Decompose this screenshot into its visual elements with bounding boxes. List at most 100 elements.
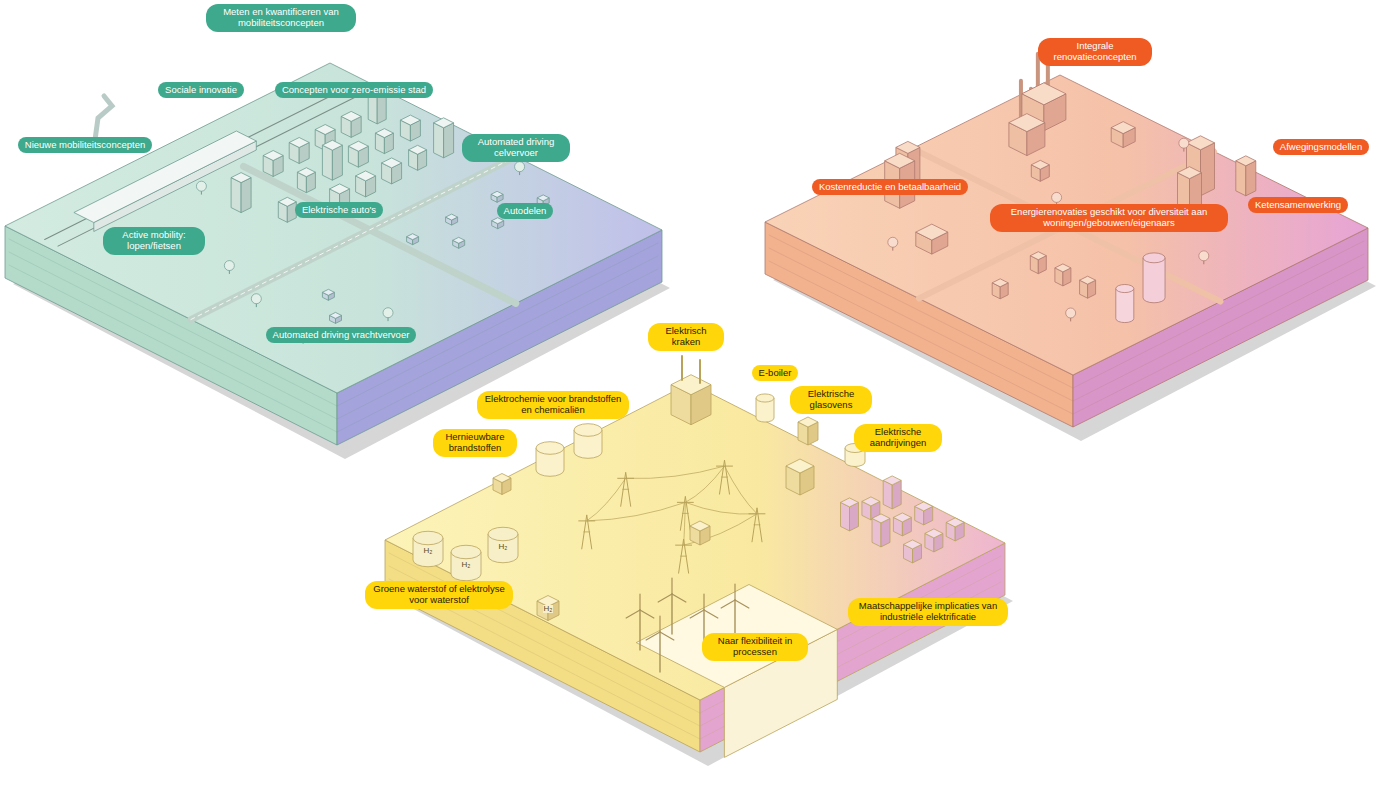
power-wire (685, 466, 724, 502)
tank-top (451, 545, 481, 559)
power-wire (684, 514, 757, 545)
building-roof (1236, 156, 1256, 166)
tree (383, 308, 393, 318)
tile-strata (769, 235, 1364, 388)
tile-top (765, 75, 1368, 375)
topic-pill: Groene waterstof of elektrolyse voor wat… (365, 581, 513, 609)
building-roof (231, 173, 251, 183)
power-pylon (720, 460, 730, 494)
power-pylon (681, 556, 687, 557)
topic-pill: Naar flexibiliteit in processen (702, 633, 808, 661)
building-roof (1111, 122, 1135, 134)
topic-label: Afwegingsmodellen (1280, 142, 1362, 153)
building-roof (493, 474, 511, 483)
building-roof (893, 513, 911, 522)
power-pylon (621, 472, 631, 506)
wind-turbine-blade (646, 632, 660, 640)
building-roof (348, 141, 368, 151)
building-roof (1187, 136, 1215, 150)
topic-label: Hernieuwbare brandstoffen (440, 432, 510, 454)
wind-turbine-mast (639, 610, 640, 650)
building-roof (382, 158, 402, 168)
topic-label: Nieuwe mobiliteitsconcepten (25, 140, 145, 151)
topic-pill: Elektrisch kraken (648, 323, 724, 351)
wind-turbine-blade (735, 600, 749, 608)
topic-pill: Ketensamenwerking (1248, 197, 1348, 214)
wind-turbine-blade (703, 594, 704, 610)
road-marking (191, 157, 516, 320)
topic-label: Elektrisch kraken (655, 326, 717, 348)
tile-strata (9, 239, 658, 406)
topic-label: Meten en kwantificeren van mobiliteitsco… (213, 7, 349, 29)
topic-pill: Integrale renovatieconcepten (1038, 38, 1152, 66)
topic-label: Sociale innovatie (165, 85, 237, 96)
tank-label: H₂ (543, 605, 554, 613)
building-roof (904, 540, 922, 549)
tree (1052, 192, 1062, 202)
tile-strata (769, 261, 1364, 414)
power-pylon (582, 515, 592, 549)
building-side (841, 502, 850, 531)
building-roof (297, 168, 315, 177)
building-roof (375, 129, 393, 138)
tank-top (488, 527, 518, 541)
tank-top (756, 394, 774, 402)
building-side (1246, 161, 1256, 196)
topic-pill: Elektrische glasovens (790, 386, 872, 414)
building-roof (690, 521, 710, 531)
building-roof (322, 140, 342, 150)
building-roof (322, 289, 334, 295)
railway (58, 90, 370, 246)
building-roof (1009, 114, 1045, 132)
topic-label: Elektrische auto's (302, 205, 376, 216)
building-roof (1031, 160, 1049, 169)
topic-label: Integrale renovatieconcepten (1045, 41, 1145, 63)
wind-turbine-blade (639, 594, 640, 610)
topic-pill: Elektrische aandrijvingen (854, 424, 942, 452)
topic-label: Automated driving celvervoer (469, 137, 563, 159)
topic-label: Elektrische aandrijvingen (861, 427, 935, 449)
wind-turbine-blade (671, 578, 672, 594)
power-wire (684, 502, 686, 545)
tank-label: H₂ (423, 547, 434, 555)
topic-pill: Automated driving celvervoer (462, 134, 570, 162)
topic-pill: Automated driving vrachtvervoer (266, 327, 417, 344)
topic-pill: Nieuwe mobiliteitsconcepten (18, 137, 152, 154)
wind-turbine-blade (626, 610, 640, 618)
topic-pill: Autodelen (497, 203, 554, 220)
topic-pill: Elektrische auto's (295, 202, 383, 219)
wind-turbine-mast (671, 594, 672, 634)
wind-turbine-mast (659, 632, 660, 672)
building-roof (896, 141, 920, 153)
building-side (850, 502, 859, 531)
building-roof (446, 214, 458, 220)
building-side (892, 480, 901, 509)
power-wire (725, 466, 758, 514)
wind-turbine-blade (721, 600, 735, 608)
topic-label: Groene waterstof of elektrolyse voor wat… (372, 584, 506, 606)
topic-pill: Meten en kwantificeren van mobiliteitsco… (206, 4, 356, 32)
wind-turbine-blade (672, 594, 686, 602)
topic-label: Energierenovaties geschikt voor diversit… (997, 207, 1221, 229)
topic-label: Active mobility: lopen/fietsen (110, 230, 198, 252)
wind-turbine-blade (704, 610, 718, 618)
building-roof (400, 115, 420, 125)
building-side (881, 518, 890, 547)
pipe (681, 356, 683, 380)
building-side (872, 518, 881, 547)
wind-turbine-blade (658, 594, 672, 602)
building-roof (409, 145, 427, 154)
tree (251, 294, 261, 304)
industry-tile (385, 356, 1013, 766)
wind-turbine-blade (690, 610, 704, 618)
power-wire (587, 478, 626, 521)
topic-pill: Kostenreductie en betaalbaarheid (812, 179, 968, 196)
renovation-tile (765, 54, 1376, 441)
tank-top (413, 531, 443, 545)
road (913, 149, 1221, 302)
building-roof (341, 111, 361, 121)
sea (636, 585, 837, 688)
tile-strata (9, 252, 658, 419)
building-roof (537, 195, 549, 201)
